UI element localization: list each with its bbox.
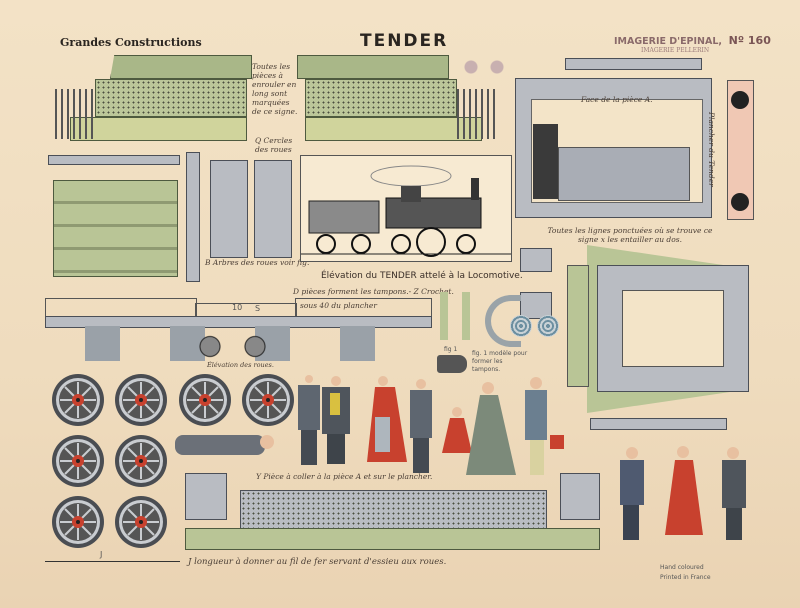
buffer-rods	[440, 292, 480, 340]
wheel	[114, 495, 168, 549]
tender-base-strip	[185, 468, 600, 553]
figure-woman-red	[367, 376, 407, 462]
printed-in-france: Printed in France	[660, 574, 711, 581]
piece-A: Face de la pièce A.	[515, 78, 712, 218]
tender-side-left	[55, 55, 255, 147]
figures-group	[175, 375, 746, 540]
wheel	[51, 434, 105, 488]
figure-girl	[442, 407, 472, 453]
note-tender-floor: Plancher du Tender	[707, 112, 716, 187]
tender-side-right	[295, 55, 500, 147]
top-rail	[565, 58, 702, 70]
buffer-model-icon	[437, 355, 467, 373]
sheet-title: TENDER	[360, 31, 449, 51]
locomotive-illustration	[300, 155, 512, 262]
note-length: J longueur à donner au fil de fer servan…	[188, 557, 447, 567]
note-axles: B Arbres des roues voir fig.	[205, 258, 310, 267]
floor-number-10: 10	[232, 303, 243, 312]
floor-letter-S: S	[255, 304, 261, 313]
sheet-number: Nº 160	[728, 34, 771, 47]
note-piece-Y: Y Pièce à coller à la pièce A et sur le …	[256, 472, 433, 481]
figure-guard-3	[620, 447, 644, 540]
panel-left	[53, 180, 178, 277]
figure-traveller	[525, 377, 564, 475]
hand-coloured: Hand coloured	[660, 564, 704, 571]
axle-piece-1	[210, 160, 248, 258]
caption-elevation: Élévation du TENDER attelé à la Locomoti…	[321, 271, 523, 281]
buffer-piece-2	[520, 292, 552, 319]
figure-lady	[466, 382, 516, 475]
note-hatched: Toutes les lignes ponctuées où se trouve…	[547, 226, 713, 244]
publisher: IMAGERIE D'EPINAL, Nº 160	[614, 34, 771, 47]
subpublisher: IMAGERIE PELLERIN	[641, 47, 710, 54]
lying-conductor	[175, 435, 274, 455]
note-wheels-elevation: Élévation des roues.	[207, 361, 274, 369]
wheelset-elevation	[195, 330, 270, 360]
hook-pieces	[458, 58, 510, 76]
publisher-name: IMAGERIE D'EPINAL,	[614, 36, 723, 47]
chassis	[45, 298, 432, 363]
series-label: Grandes Constructions	[60, 36, 202, 49]
strip-vertical	[186, 152, 200, 282]
label-fig1: fig 1	[444, 346, 458, 353]
figure-guard-1	[298, 375, 320, 465]
length-mark: J	[100, 550, 103, 559]
length-line	[45, 561, 180, 562]
end-panel	[727, 80, 754, 220]
note-rims: Q Cercles des roues	[255, 136, 293, 154]
note-fig1-model: fig. 1 modèle pour former les tampons.	[472, 350, 528, 373]
figure-guard-2	[410, 379, 432, 473]
wheel	[114, 434, 168, 488]
locomotive-drawing	[301, 165, 511, 257]
note-buffers: D pièces forment les tampons.- Z Crochet…	[293, 287, 454, 296]
bottom-rail	[590, 418, 727, 430]
wheel	[114, 373, 168, 427]
note-under-floor: sous 40 du plancher	[300, 301, 377, 310]
figure-gentleman	[322, 376, 350, 464]
buffer-rings	[485, 295, 565, 347]
figure-woman-red-2	[665, 446, 703, 535]
note-piece-A: Face de la pièce A.	[581, 95, 653, 104]
strip-horizontal	[48, 155, 180, 165]
wheel	[51, 495, 105, 549]
figure-gentleman-2	[722, 447, 746, 540]
wheel	[51, 373, 105, 427]
tender-floor-frame	[567, 245, 757, 413]
axle-piece-2	[254, 160, 292, 258]
buffer-piece-1	[520, 248, 552, 272]
note-pieces-rolled: Toutes les pièces à enrouler en long son…	[252, 62, 298, 116]
